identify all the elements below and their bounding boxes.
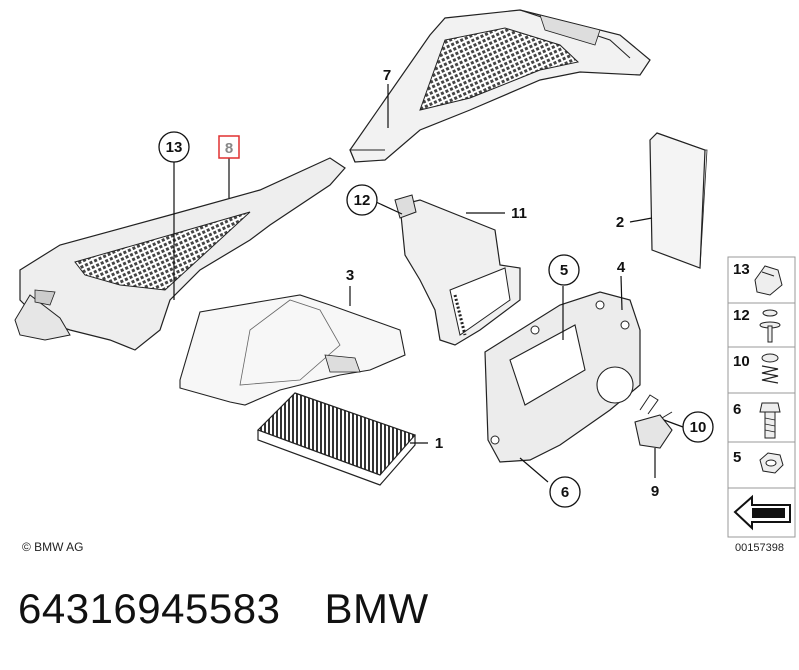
spring-screw-icon (761, 353, 779, 384)
callout-6-label: 6 (561, 484, 569, 501)
legend-item-13-label: 13 (733, 261, 750, 278)
cowl-cover-right (349, 9, 651, 163)
callout-5-label: 5 (560, 262, 568, 279)
housing-plate (484, 291, 641, 463)
callout-1-label: 1 (435, 435, 443, 452)
legend-item-5-label: 5 (733, 449, 741, 466)
legend-item-10[interactable]: 10 (733, 353, 779, 384)
legend-item-12[interactable]: 12 (733, 307, 781, 343)
footer: 64316945583 BMW (18, 585, 429, 633)
hardware-legend: 13 12 10 6 (727, 256, 796, 538)
arrow-icon (733, 494, 791, 531)
callout-12[interactable]: 12 (346, 184, 378, 216)
copyright-text: © BMW AG (22, 540, 84, 554)
hex-nut-icon (759, 452, 784, 474)
leader-lines (173, 84, 684, 483)
legend-item-6-label: 6 (733, 401, 741, 418)
legend-item-12-label: 12 (733, 307, 750, 324)
drawing-number: 00157398 (735, 542, 784, 554)
callout-11[interactable]: 11 (511, 205, 527, 222)
callout-13[interactable]: 13 (158, 131, 190, 163)
callout-12-label: 12 (354, 192, 371, 209)
callout-2[interactable]: 2 (616, 214, 624, 231)
air-duct (394, 194, 521, 346)
part-number: 64316945583 (18, 585, 281, 632)
legend-item-6[interactable]: 6 (733, 401, 781, 439)
legend-item-5[interactable]: 5 (733, 449, 784, 474)
callout-9[interactable]: 9 (651, 483, 659, 500)
callout-10[interactable]: 10 (682, 411, 714, 443)
callout-5[interactable]: 5 (548, 254, 580, 286)
legend-item-13[interactable]: 13 (733, 261, 783, 296)
filter-element (649, 132, 708, 269)
callout-10-label: 10 (690, 419, 707, 436)
duct-cover (179, 294, 406, 406)
clip-nut-icon (754, 265, 783, 296)
callout-7[interactable]: 7 (383, 67, 391, 84)
sensor (634, 394, 673, 449)
legend-item-10-label: 10 (733, 353, 750, 370)
callout-8-label: 8 (225, 140, 233, 157)
callout-8[interactable]: 8 (218, 135, 240, 159)
callout-7-label: 7 (383, 67, 391, 84)
brand-name: BMW (324, 585, 429, 632)
callout-6[interactable]: 6 (549, 476, 581, 508)
callout-3-label: 3 (346, 267, 354, 284)
screw-icon (759, 309, 781, 343)
callout-13-label: 13 (166, 139, 183, 156)
callout-2-label: 2 (616, 214, 624, 231)
callout-4[interactable]: 4 (617, 259, 626, 276)
cabin-filter (256, 392, 417, 486)
callout-9-label: 9 (651, 483, 659, 500)
parts-diagram: 13 8 7 12 11 3 2 4 5 1 6 10 9 (14, 9, 796, 538)
cowl-cover-left (14, 157, 346, 351)
callout-4-label: 4 (617, 259, 626, 276)
callout-1[interactable]: 1 (435, 435, 443, 452)
bolt-icon (759, 402, 781, 439)
callout-3[interactable]: 3 (346, 267, 354, 284)
callout-11-label: 11 (511, 205, 527, 222)
